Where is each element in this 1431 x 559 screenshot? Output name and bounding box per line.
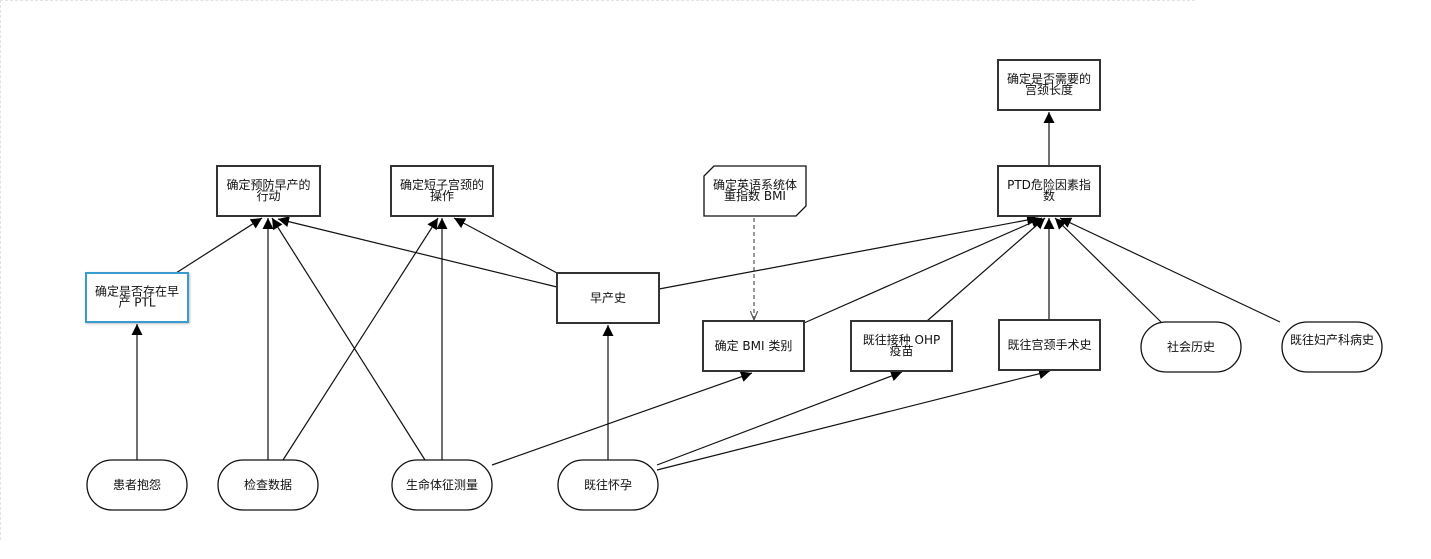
- decision-shape[interactable]: [216, 165, 321, 217]
- node-label: 既往怀孕: [584, 477, 632, 492]
- node-label: 确定是否需要的: [1007, 71, 1091, 86]
- node-label: PTD危险因素指: [1007, 177, 1091, 192]
- canvas-frame: [0, 0, 1195, 540]
- node-label: 既往接种 OHP: [863, 332, 941, 347]
- node-label: 患者抱怨: [113, 477, 161, 492]
- edge-preterm_history-to-short_cervix[interactable]: [453, 217, 558, 274]
- decision-shape[interactable]: [998, 319, 1101, 371]
- node-preterm-history[interactable]: 早产史: [556, 272, 660, 324]
- node-label: 产 PTL: [118, 296, 155, 310]
- edge-bmi_category-to-ptd_risk[interactable]: [803, 217, 1043, 324]
- edge-preterm_history-to-action_prevent[interactable]: [277, 216, 558, 288]
- decision-shape[interactable]: [390, 165, 494, 217]
- edge-prev_pregnancy-to-ohp_vaccine[interactable]: [656, 370, 903, 466]
- terminal-shape[interactable]: [1281, 321, 1383, 373]
- node-label: 确定是否存在早: [95, 284, 179, 299]
- decision-shape[interactable]: [850, 320, 953, 372]
- node-label: 既往宫颈手术史: [1007, 337, 1091, 352]
- node-label: 疫苗: [889, 343, 913, 358]
- terminal-shape[interactable]: [557, 459, 659, 511]
- node-complaint[interactable]: 患者抱怨: [86, 459, 188, 511]
- node-label: 确定短子宫颈的: [400, 177, 484, 192]
- node-label: 操作: [430, 188, 454, 203]
- decision-shape[interactable]: [556, 272, 660, 324]
- node-label: 早产史: [590, 291, 626, 305]
- edge-exam_data-to-short_cervix[interactable]: [282, 217, 439, 461]
- edge-preterm_history-to-ptd_risk[interactable]: [658, 214, 1039, 290]
- decision-shape[interactable]: [997, 165, 1101, 217]
- edge-social_history-to-ptd_risk[interactable]: [1054, 217, 1162, 323]
- node-label: 重指数 BMI: [724, 188, 786, 203]
- node-label: 确定英语系统体: [713, 177, 797, 192]
- node-label: 检查数据: [244, 477, 292, 492]
- node-label: 确定预防早产的: [226, 177, 310, 192]
- knowledge-source-shape[interactable]: [703, 165, 807, 217]
- node-bmi-category[interactable]: 确定 BMI 类别: [702, 320, 805, 372]
- terminal-shape[interactable]: [1140, 321, 1242, 373]
- terminal-shape[interactable]: [86, 459, 188, 511]
- edge-vitals-to-action_prevent[interactable]: [271, 217, 426, 461]
- edge-prev_pregnancy-to-cervical_surgery[interactable]: [656, 368, 1051, 471]
- terminal-shape[interactable]: [217, 459, 319, 511]
- decision-shape[interactable]: [702, 320, 805, 372]
- decision-shape[interactable]: [997, 59, 1101, 111]
- edge-ohp_vaccine-to-ptd_risk[interactable]: [926, 217, 1046, 322]
- node-label: 社会历史: [1167, 339, 1215, 354]
- node-label: 行动: [256, 189, 280, 203]
- terminal-shape[interactable]: [391, 459, 493, 511]
- node-exam-data[interactable]: 检查数据: [217, 459, 319, 511]
- node-label: 生命体征测量: [406, 477, 478, 492]
- edges-layer: [131, 112, 1281, 471]
- node-cervical-surgery[interactable]: 既往宫颈手术史: [998, 319, 1101, 371]
- edge-ptl-to-action_prevent[interactable]: [175, 217, 263, 274]
- selected-decision-shape[interactable]: [85, 272, 189, 323]
- node-prev-pregnancy[interactable]: 既往怀孕: [557, 459, 659, 511]
- edge-obgyn_history-to-ptd_risk[interactable]: [1059, 217, 1281, 323]
- edge-vitals-to-bmi_category[interactable]: [491, 371, 753, 466]
- node-social-history[interactable]: 社会历史: [1140, 321, 1242, 373]
- node-label: 宫颈长度: [1025, 82, 1073, 97]
- node-label: 数: [1043, 188, 1055, 203]
- node-label: 既往妇产科病史: [1290, 332, 1374, 347]
- node-vitals[interactable]: 生命体征测量: [391, 459, 493, 511]
- node-label: 确定 BMI 类别: [715, 338, 793, 353]
- node-obgyn-history[interactable]: 既往妇产科病史: [1281, 321, 1383, 373]
